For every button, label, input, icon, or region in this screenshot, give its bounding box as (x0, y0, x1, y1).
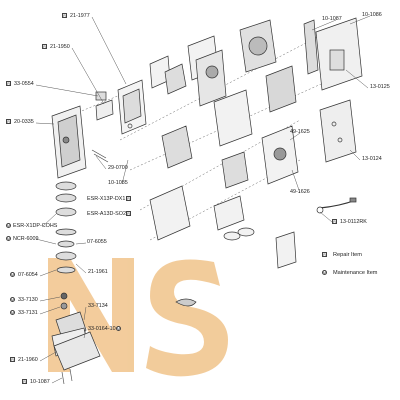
part-label-33-0164-10: 33-0164-10 (88, 326, 116, 332)
part-label-07-6054: 07-6054 (18, 272, 38, 278)
callout-marker-NCR-6009: M (6, 236, 11, 241)
part-label-13-0125: 13-0125 (370, 84, 390, 90)
part-label-33-7131: 33-7131 (18, 310, 38, 316)
callout-marker-10-1087-bottom: R (22, 379, 27, 384)
callout-marker-20-0335: R (6, 119, 11, 124)
part-label-07-6055: 07-6055 (87, 239, 107, 245)
part-label-21-1961: 21-1961 (88, 269, 108, 275)
part-label-ESR-X1DP-COHS: ESR-X1DP-COHS (13, 223, 58, 229)
part-label-ESR-X13P-DX1: ESR-X13P-DX1 (87, 196, 126, 202)
part-label-NCR-6009: NCR-6009 (13, 236, 39, 242)
part-label-21-1960: 21-1960 (18, 357, 38, 363)
part-label-21-1950: 21-1950 (50, 44, 70, 50)
part-label-49-1625: 49-1625 (290, 129, 310, 135)
part-label-10-1087-top: 10-1087 (322, 16, 342, 22)
main-frame-part (51, 105, 87, 179)
part-label-13-0112RK: 13-0112RK (340, 219, 367, 225)
part-label-ESR-A13D-SO2: ESR-A13D-SO2 (87, 211, 126, 217)
part-label-33-7134: 33-7134 (88, 303, 108, 309)
part-label-13-0124: 13-0124 (362, 156, 382, 162)
part-label-10-1085: 10-1085 (108, 180, 128, 186)
callout-marker-33-7131: M (10, 310, 15, 315)
callout-marker-21-1960: R (10, 357, 15, 362)
callout-marker-ESR-A13D-SO2: R (126, 211, 131, 216)
callout-marker-21-1977: R (62, 13, 67, 18)
callout-marker-33-7130: M (10, 297, 15, 302)
part-label-20-0335: 20-0335 (14, 119, 34, 125)
legend-repair-label: Repair Item (333, 252, 362, 258)
legend-maintenance-label: Maintenance Item (333, 270, 378, 276)
part-label-33-7130: 33-7130 (18, 297, 38, 303)
part-label-29-0700: 29-0700 (108, 165, 128, 171)
back-cover-part (315, 17, 363, 91)
callout-marker-ESR-X1DP-COHS: M (6, 223, 11, 228)
callout-marker-13-0112RK: R (332, 219, 337, 224)
center-assembly (149, 19, 299, 269)
callout-marker-33-0554: R (6, 81, 11, 86)
callout-marker-21-1950: R (42, 44, 47, 49)
part-label-10-1086: 10-1086 (362, 12, 382, 18)
part-label-10-1087-bottom: 10-1087 (30, 379, 50, 385)
housing-front-part (117, 79, 147, 135)
callout-marker-ESR-X13P-DX1: R (126, 196, 131, 201)
part-label-21-1977: 21-1977 (70, 13, 90, 19)
callout-marker-33-0164-10: M (116, 326, 121, 331)
legend-maintenance-marker: M (322, 270, 327, 275)
part-label-33-0554: 33-0554 (14, 81, 34, 87)
callout-marker-07-6054: M (10, 272, 15, 277)
legend-repair-marker: R (322, 252, 327, 257)
